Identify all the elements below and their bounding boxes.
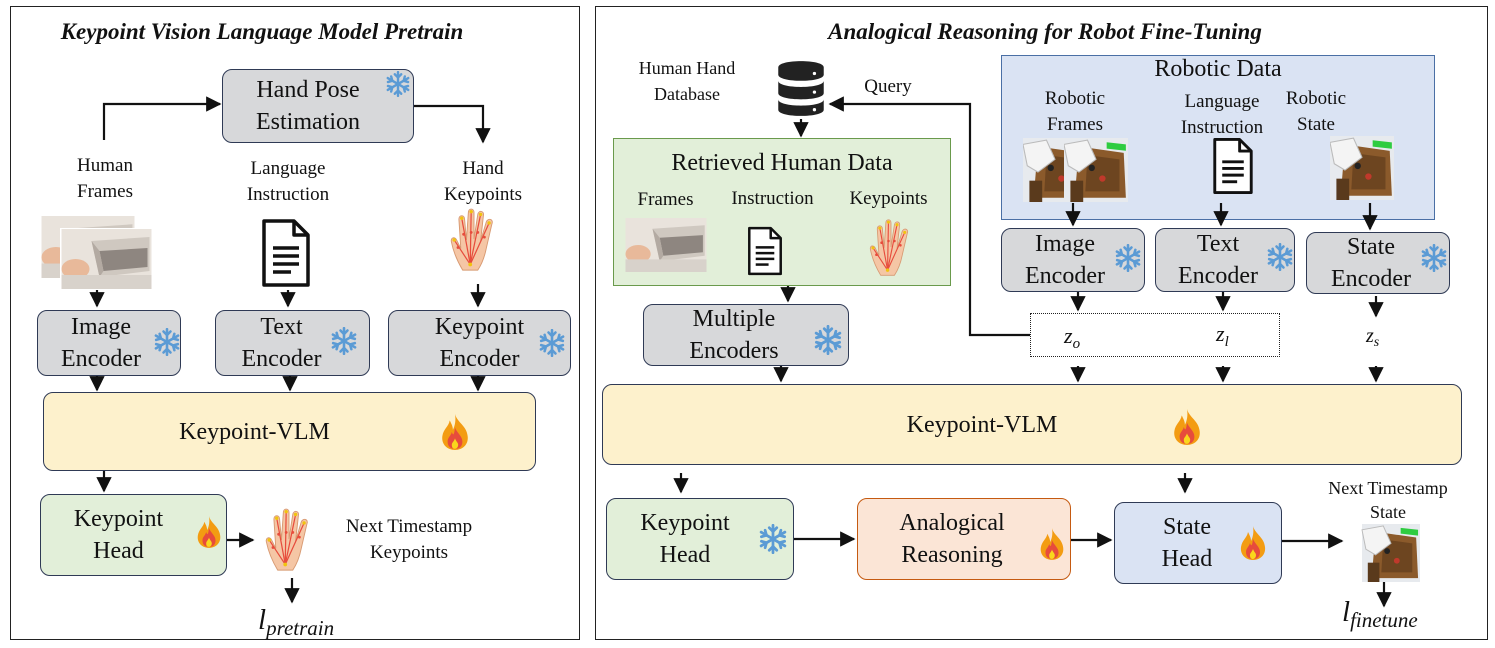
query-label: Query: [864, 76, 912, 97]
retrieved-human-data-title: Retrieved Human Data: [671, 150, 893, 176]
hand-pose-estimation-box: Hand Pose Estimation: [222, 69, 414, 143]
pretrain-loss-subscript: pretrain: [266, 616, 335, 640]
retrieved-instruction-label: Instruction: [731, 188, 814, 209]
frames-thumbnail: [60, 228, 153, 290]
keypoint-head-box: Keypoint Head: [606, 498, 794, 580]
z-l-subscript: l: [1224, 334, 1229, 350]
human-hand-database-label: Human Hand Database: [638, 58, 736, 104]
human-frames-label: Human Frames: [77, 155, 133, 202]
robotic-state-label: Robotic State: [1285, 88, 1347, 135]
pretrain-loss-symbol: l: [258, 604, 267, 636]
right-panel-title: Analogical Reasoning for Robot Fine-Tuni…: [828, 19, 1262, 44]
keypoint-vlm-box: Keypoint-VLM: [602, 384, 1462, 465]
z-l-symbol: z: [1216, 321, 1225, 346]
robotic-data-title: Robotic Data: [1154, 56, 1282, 82]
retrieved-keypoints-label: Keypoints: [849, 188, 928, 209]
z-s-symbol: z: [1366, 325, 1374, 347]
right-panel: [595, 6, 1488, 640]
z-o-symbol: z: [1064, 323, 1073, 348]
left-panel: [10, 6, 580, 640]
z-o-subscript: o: [1072, 336, 1081, 352]
analogical-reasoning-box: Analogical Reasoning: [857, 498, 1071, 580]
multiple-encoders-box: Multiple Encoders: [643, 304, 849, 366]
z-o-label: zo: [1064, 323, 1081, 352]
finetune-loss-symbol: l: [1342, 596, 1351, 628]
hand-keypoints-label: Hand Keypoints: [443, 158, 523, 205]
z-s-label: zs: [1366, 325, 1380, 350]
z-l-label: zl: [1216, 321, 1229, 350]
arrow: [828, 96, 1030, 337]
keypoint-head-box: Keypoint Head: [40, 494, 227, 576]
arrow: [414, 104, 491, 144]
keypoint-encoder-box: Keypoint Encoder: [388, 310, 571, 376]
robotic-language-label: Language Instruction: [1180, 91, 1264, 138]
finetune-loss: lfinetune: [1342, 596, 1418, 632]
image-encoder-box: Image Encoder: [1001, 228, 1145, 292]
language-instruction-label: Language Instruction: [246, 158, 330, 205]
pretrain-loss: lpretrain: [258, 604, 335, 640]
arrow: [102, 96, 222, 140]
retrieved-frames-label: Frames: [637, 189, 694, 210]
latent-features-box: [1030, 313, 1280, 357]
z-s-subscript: s: [1373, 335, 1380, 350]
next-timestamp-state-label: Next Timestamp State: [1328, 478, 1448, 522]
image-encoder-box: Image Encoder: [37, 310, 181, 376]
finetune-loss-subscript: finetune: [1350, 608, 1418, 632]
robotic-frames-label: Robotic Frames: [1044, 88, 1106, 135]
left-panel-title: Keypoint Vision Language Model Pretrain: [60, 19, 464, 44]
next-timestamp-keypoints-label: Next Timestamp Keypoints: [345, 516, 473, 563]
